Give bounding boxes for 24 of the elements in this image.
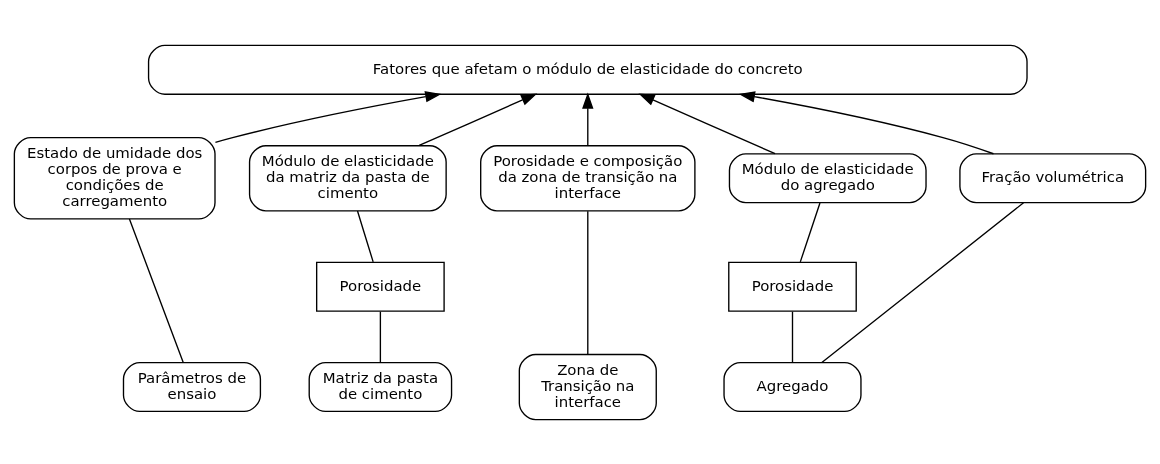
node-box: Estado de umidade dos corpos de prova e condições de carregamento xyxy=(13,136,216,220)
node-box: Porosidade xyxy=(728,261,857,312)
connector xyxy=(587,210,589,355)
connector xyxy=(128,217,184,363)
arrow xyxy=(638,93,776,154)
node-box: Módulo de elasticidade do agregado xyxy=(728,152,927,203)
connector xyxy=(791,310,794,363)
node-box: Fração volumétrica xyxy=(959,152,1147,203)
node-box: Módulo de elasticidade da matriz da pasta de cimento xyxy=(248,144,447,211)
node-box: Parâmetros de ensaio xyxy=(122,361,262,412)
connector xyxy=(799,201,821,263)
arrow xyxy=(738,90,995,154)
node-box: Matriz da pasta de cimento xyxy=(308,361,453,412)
node-box: Fatores que afetam o módulo de elasticidade do concreto xyxy=(147,44,1028,95)
arrow xyxy=(582,91,594,146)
node-box: Agregado xyxy=(723,361,862,412)
arrow xyxy=(214,90,442,143)
node-box: Zona de Transição na interface xyxy=(518,353,657,420)
node-box: Porosidade e composição da zona de transição na interface xyxy=(480,144,696,211)
connector xyxy=(379,310,382,363)
connector xyxy=(821,201,1025,363)
connector xyxy=(356,209,374,263)
node-box: Porosidade xyxy=(316,261,445,312)
arrow xyxy=(418,92,538,146)
